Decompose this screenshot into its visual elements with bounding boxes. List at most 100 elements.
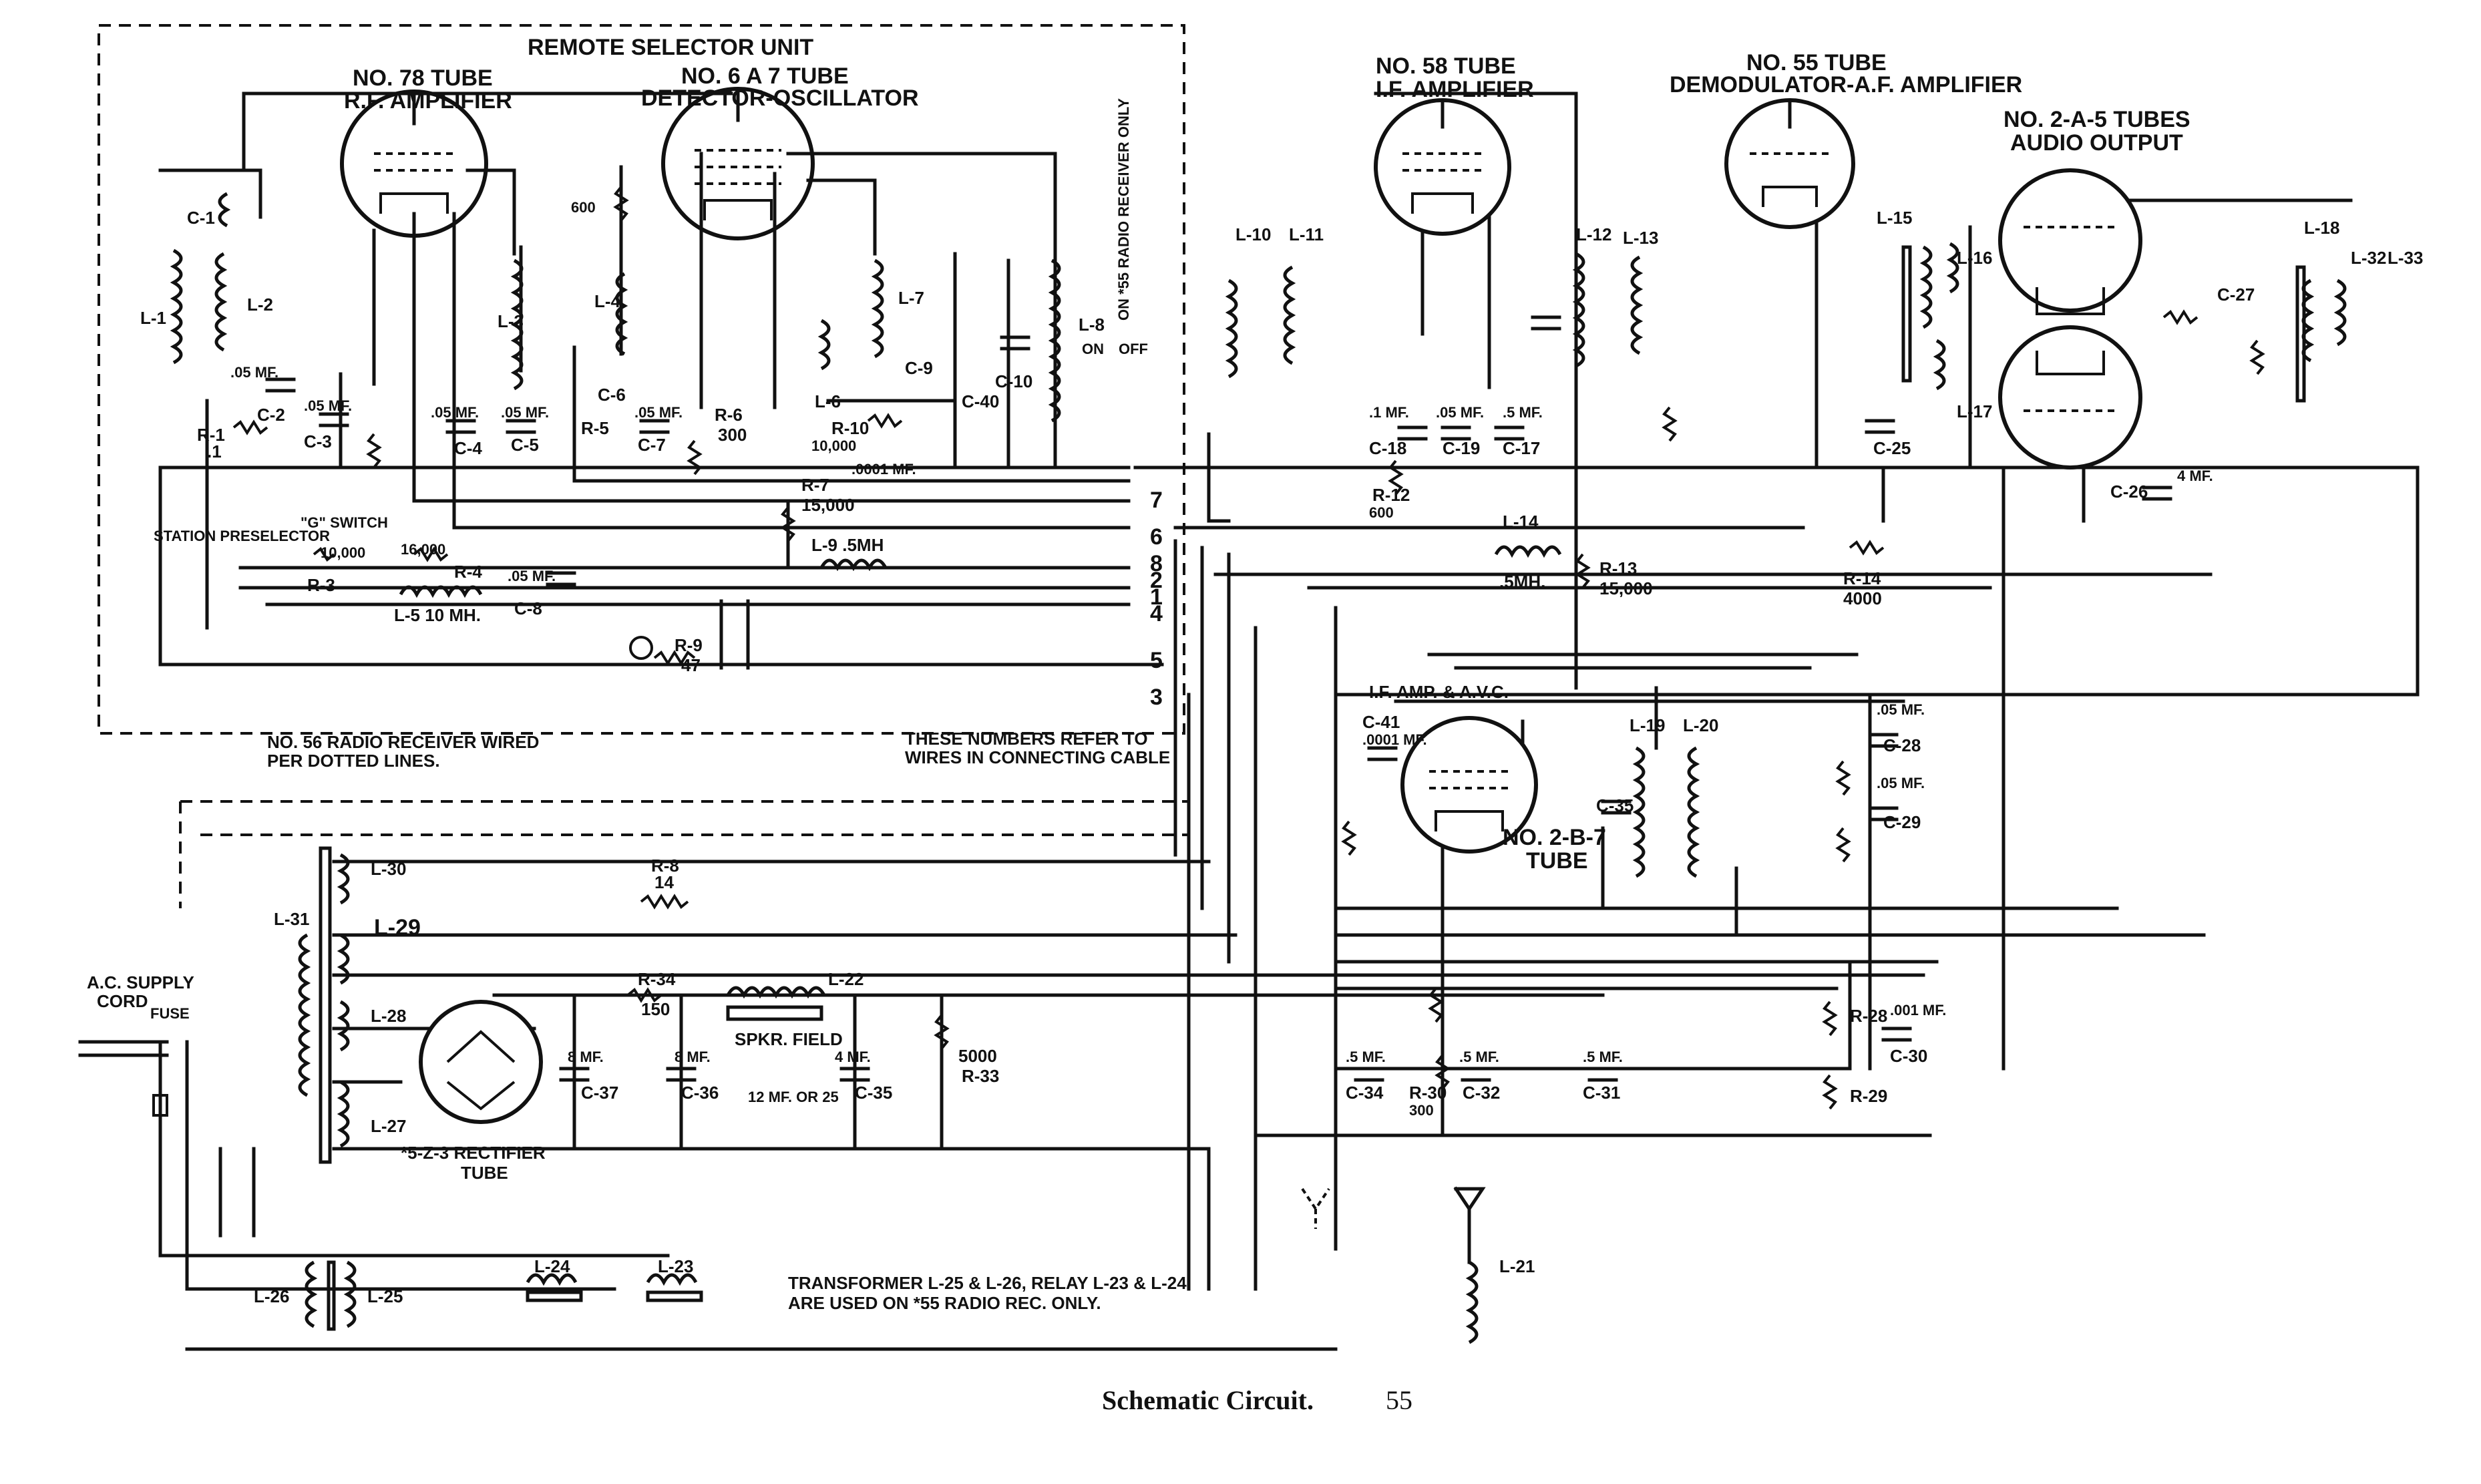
tube-58-role: I.F. AMPLIFIER	[1376, 77, 1534, 102]
label-off: OFF	[1119, 341, 1148, 357]
label-g-switch: "G" SWITCH	[301, 514, 388, 531]
label-l21: L-21	[1499, 1256, 1535, 1276]
label-r4: R-4	[454, 562, 482, 582]
label-r10: R-10	[831, 418, 869, 438]
label-l13: L-13	[1623, 228, 1658, 248]
label-c37v: 8 MF.	[568, 1049, 604, 1065]
tube-6a7	[661, 87, 815, 240]
label-c40: C-40	[962, 391, 999, 411]
cable-wire-6: 6	[1150, 524, 1163, 550]
label-c5v: .05 MF.	[501, 404, 549, 421]
label-c6: C-6	[598, 385, 626, 405]
label-l22: L-22	[828, 969, 864, 989]
tube-2b7-name: NO. 2-B-7	[1503, 825, 1606, 850]
label-c36v: 8 MF.	[675, 1049, 711, 1065]
label-r1: R-1	[197, 425, 225, 445]
label-l27: L-27	[371, 1116, 406, 1136]
label-cv0001: .0001 MF.	[851, 461, 916, 478]
label-c32: C-32	[1463, 1083, 1500, 1103]
tube-78-name: NO. 78 TUBE	[353, 65, 493, 91]
tube-58-name: NO. 58 TUBE	[1376, 53, 1516, 79]
tube-2a5-pair	[1998, 168, 2142, 470]
label-r30v: 300	[1409, 1102, 1434, 1119]
page-number: 55	[1386, 1385, 1412, 1415]
label-c8v: .05 MF.	[508, 568, 556, 584]
tube-6a7-name: NO. 6 A 7 TUBE	[681, 63, 849, 89]
label-r28: R-28	[1850, 1006, 1887, 1026]
label-r7v: 15,000	[801, 495, 855, 515]
label-rv10000: 10,000	[321, 544, 365, 561]
label-r8: R-8	[651, 856, 679, 876]
label-r6: R-6	[715, 405, 743, 425]
label-l8: L-8	[1079, 315, 1105, 335]
cable-wire-8: 8	[1150, 551, 1163, 576]
label-c29v: .05 MF.	[1877, 775, 1925, 791]
label-c34v: .5 MF.	[1346, 1049, 1386, 1065]
label-c5: C-5	[511, 435, 539, 455]
label-c9: C-9	[905, 358, 933, 378]
chassis-wiring	[1133, 91, 2420, 1291]
label-c30v: .001 MF.	[1890, 1002, 1946, 1018]
label-r1v: .1	[207, 441, 222, 461]
label-rv16000: 16,000	[401, 541, 445, 558]
label-r12v: 600	[1369, 504, 1394, 521]
cable-wire-2: 2	[1150, 568, 1163, 593]
tube-78	[340, 89, 488, 238]
label-l15: L-15	[1877, 208, 1912, 228]
label-l29: L-29	[374, 915, 421, 940]
label-r29: R-29	[1850, 1086, 1887, 1106]
label-r33v: 5000	[958, 1046, 997, 1066]
label-c35b: C-35	[855, 1083, 892, 1103]
label-l30: L-30	[371, 859, 406, 879]
label-r30: R-30	[1409, 1083, 1447, 1103]
label-c19v: .05 MF.	[1436, 404, 1484, 421]
label-l26: L-26	[254, 1286, 289, 1306]
label-c7v: .05 MF.	[634, 404, 683, 421]
label-c41v: .0001 MF.	[1362, 731, 1427, 748]
label-c25: C-25	[1873, 438, 1911, 458]
antenna-icon	[1301, 1186, 1486, 1264]
label-r8v: 14	[654, 872, 674, 892]
label-l3: L-3	[498, 311, 524, 331]
label-c8: C-8	[514, 598, 542, 618]
label-l12: L-12	[1576, 224, 1611, 244]
label-c18: C-18	[1369, 438, 1406, 458]
label-l32: L-32	[2351, 248, 2386, 268]
cable-wire-5: 5	[1150, 648, 1163, 673]
label-l17: L-17	[1957, 401, 1992, 421]
remote-bottom-note-2: PER DOTTED LINES.	[267, 751, 440, 771]
tube-5z3-name: *5-Z-3 RECTIFIER	[401, 1143, 546, 1163]
label-r9: R-9	[675, 635, 703, 655]
label-l2: L-2	[247, 295, 273, 315]
tube-55	[1724, 98, 1855, 229]
cable-wire-4: 4	[1150, 601, 1163, 626]
tube-55-role: DEMODULATOR-A.F. AMPLIFIER	[1670, 72, 2022, 98]
label-c17v: .5 MF.	[1503, 404, 1543, 421]
label-c35: C-35	[1596, 795, 1634, 815]
label-c31v: .5 MF.	[1583, 1049, 1623, 1065]
label-r34: R-34	[638, 969, 676, 989]
label-r9v: 47	[681, 655, 701, 675]
label-l6: L-6	[815, 391, 841, 411]
power-passives	[152, 894, 950, 1117]
label-c10: C-10	[995, 371, 1032, 391]
power-supply-wiring	[78, 800, 1925, 1351]
label-l28: L-28	[371, 1006, 406, 1026]
cable-note-1: THESE NUMBERS REFER TO	[905, 729, 1148, 749]
tube-2a5-role: AUDIO OUTPUT	[2010, 130, 2183, 156]
label-l20: L-20	[1683, 715, 1718, 735]
transformer-note-2: ARE USED ON *55 RADIO REC. ONLY.	[788, 1293, 1101, 1313]
tube-55-name: NO. 55 TUBE	[1746, 50, 1887, 75]
label-c29: C-29	[1883, 812, 1921, 832]
label-c32v: .5 MF.	[1459, 1049, 1499, 1065]
label-r6v: 300	[718, 425, 747, 445]
label-c3v: .05 MF.	[304, 397, 352, 414]
label-l11: L-11	[1289, 224, 1324, 244]
tube-5z3-role: TUBE	[461, 1163, 508, 1183]
label-l25: L-25	[367, 1286, 403, 1306]
label-l9: L-9 .5MH	[811, 535, 884, 555]
label-c31: C-31	[1583, 1083, 1620, 1103]
label-l24: L-24	[534, 1256, 570, 1276]
label-l10: L-10	[1235, 224, 1271, 244]
label-c35v: 4 MF.	[835, 1049, 871, 1065]
